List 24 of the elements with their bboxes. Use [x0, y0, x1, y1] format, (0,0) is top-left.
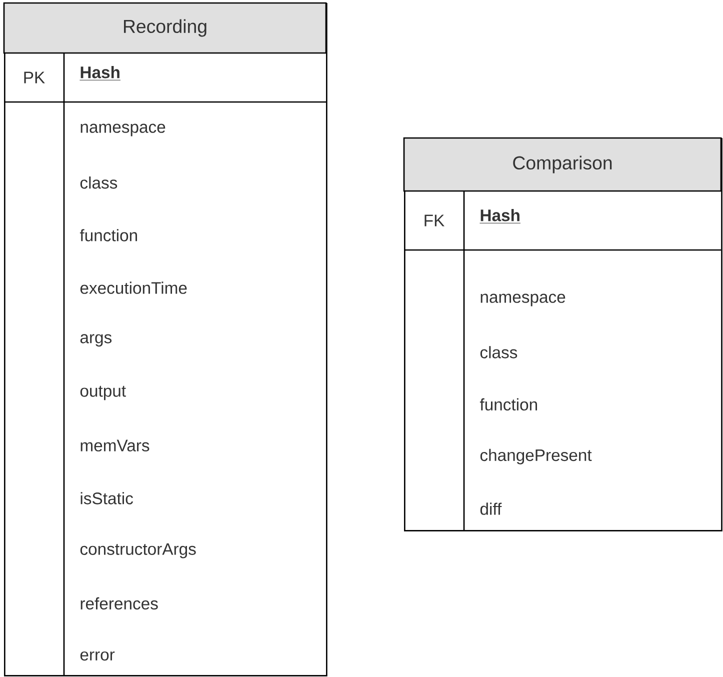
field-name: executionTime: [80, 282, 187, 294]
entity-table: [403, 137, 722, 532]
key-label: PK: [24, 72, 45, 84]
field-name: args: [80, 334, 112, 347]
field-name: diff: [480, 502, 502, 515]
field-name: error: [80, 651, 115, 661]
key-label: FK: [424, 214, 444, 226]
field-name: output: [80, 386, 126, 400]
entity-table: [3, 2, 328, 676]
table-title: Comparison: [513, 156, 612, 174]
table-title: Recording: [124, 19, 206, 37]
field-name: function: [480, 398, 537, 411]
field-name: constructorArgs: [80, 543, 196, 558]
field-name: memVars: [80, 440, 150, 452]
field-name: function: [80, 229, 137, 242]
key-field: Hash: [479, 209, 521, 224]
field-name: class: [480, 346, 518, 358]
field-name: namespace: [80, 124, 166, 136]
field-name: isStatic: [80, 492, 133, 504]
field-name: changePresent: [480, 448, 592, 464]
field-name: references: [80, 597, 158, 610]
field-name: class: [80, 176, 118, 189]
field-name: namespace: [480, 294, 566, 306]
key-field: Hash: [79, 66, 121, 80]
